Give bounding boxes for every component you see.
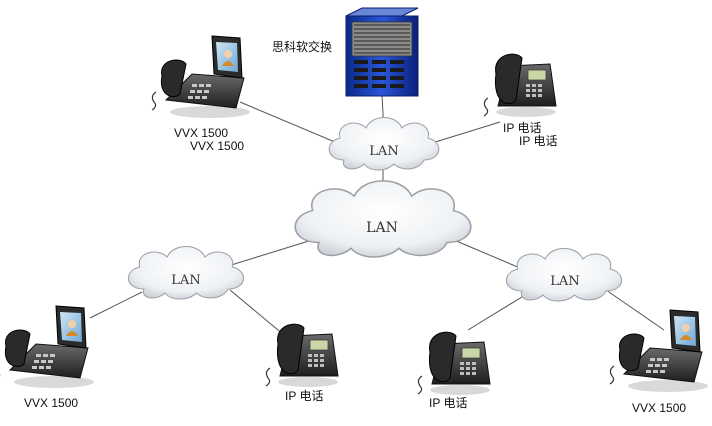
vvx-topleft-label-b: VVX 1500 [190, 139, 245, 153]
vvx-topleft-label-a: VVX 1500 [174, 126, 229, 140]
link-cloud-right-ip-bottomright [467, 291, 531, 331]
link-ip-topright-cloud-top [431, 121, 501, 144]
link-cloud-center-cloud-left [227, 239, 313, 267]
vvx-phone-topleft [151, 35, 251, 119]
lan-cloud-center-label: LAN [366, 220, 398, 236]
link-cloud-right-vvx-bottomright [605, 289, 665, 331]
connection-lines [89, 94, 665, 341]
ip-topright-label-b: IP 电话 [519, 134, 558, 148]
link-cloud-center-cloud-right [453, 239, 521, 269]
vvx-bottomleft-label: VVX 1500 [24, 396, 79, 410]
softswitch-label: 思科软交换 [272, 40, 333, 54]
vvx-phone-bottomright [609, 309, 709, 393]
lan-cloud-top-label: LAN [369, 144, 398, 159]
lan-cloud-top: LAN [328, 117, 440, 171]
ip-phone-topright [483, 53, 557, 118]
ip-phone-bottomleft [265, 323, 339, 388]
ip-bottomright-label: IP 电话 [429, 396, 468, 410]
link-cloud-left-vvx-bottomleft [89, 291, 143, 319]
ip-bottomleft-label: IP 电话 [285, 389, 324, 403]
ip-phone-bottomright [417, 331, 491, 396]
ip-topright-label-a: IP 电话 [503, 121, 542, 135]
softswitch-server [345, 7, 419, 97]
link-vvx-topleft-cloud-top [239, 101, 343, 146]
vvx-phone-bottomleft [0, 305, 95, 389]
vvx-bottomright-label: VVX 1500 [632, 401, 687, 415]
lan-cloud-left-label: LAN [171, 273, 200, 288]
lan-cloud-right-label: LAN [550, 274, 579, 289]
lan-cloud-center [294, 180, 472, 258]
